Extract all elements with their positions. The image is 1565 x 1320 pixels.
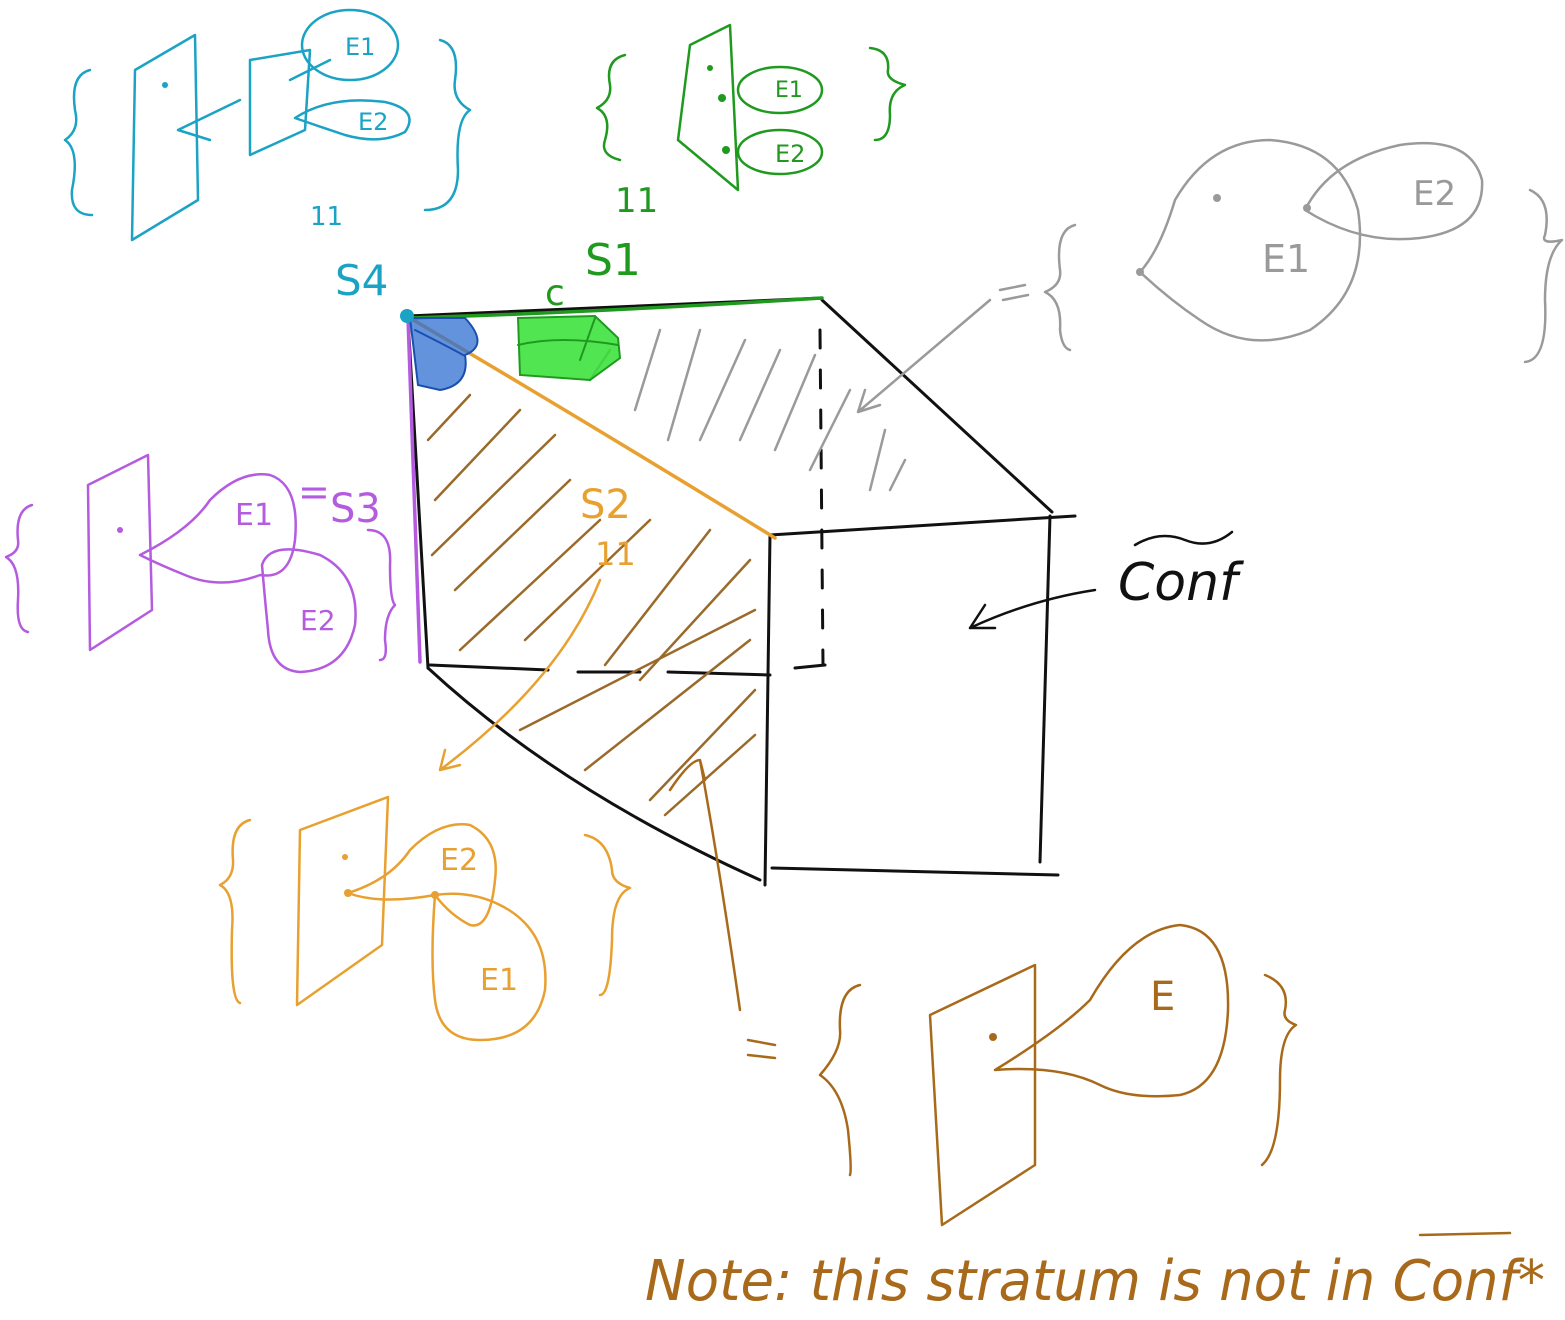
gray-point-1 <box>1213 194 1221 202</box>
note-conf-overline <box>1418 1231 1512 1237</box>
s1-point-e2 <box>722 146 730 154</box>
s2-point-3 <box>431 891 439 899</box>
s4-plane-2 <box>248 48 312 157</box>
s4-configuration-set <box>63 8 472 242</box>
conf-tilde <box>1133 530 1234 547</box>
label-s1-parallel: 11 <box>615 181 658 221</box>
gray-label-e2: E2 <box>1413 174 1456 214</box>
s2-label-e2: E2 <box>440 843 478 878</box>
label-conf: Conf <box>1118 553 1244 613</box>
stratum-configuration-set <box>668 758 1298 1227</box>
s2-label-e1: E1 <box>480 963 518 998</box>
cube-front-left-edge <box>763 533 772 887</box>
s2-right-brace <box>583 833 632 997</box>
gray-configuration-set <box>856 138 1564 414</box>
conf-arrow <box>968 588 1097 630</box>
cube-front-top-edge <box>768 514 1077 537</box>
corner-point-s4 <box>400 309 414 323</box>
s1-configuration-set <box>595 23 907 192</box>
label-s1: S1 <box>585 235 641 286</box>
s2-left-brace <box>218 818 252 1005</box>
s1-label-e2: E2 <box>775 140 805 168</box>
gray-label-e1: E1 <box>1262 237 1310 281</box>
gray-bubble-e2 <box>1303 141 1484 241</box>
cube-bottom-back-edge <box>428 663 827 677</box>
s4-left-brace <box>63 68 94 217</box>
gray-point-2 <box>1303 204 1311 212</box>
s2-configuration-set <box>218 578 632 1042</box>
s3-right-brace <box>366 528 397 662</box>
label-s2: S2 <box>580 482 631 528</box>
stratum-point <box>989 1033 997 1041</box>
s2-arrow <box>438 578 602 772</box>
label-s2-parallel: 11 <box>595 535 636 573</box>
label-c: c <box>545 273 565 314</box>
s3-bubble-e1 <box>138 473 297 584</box>
s4-bubble-e1 <box>300 8 400 82</box>
stratum-bubble-e <box>993 923 1230 1098</box>
corner-neighborhood <box>408 317 479 392</box>
s3-bubble-e2 <box>260 548 357 674</box>
gray-equals <box>998 283 1030 302</box>
s4-arrow <box>176 98 242 142</box>
s3-label-e1: E1 <box>235 498 273 533</box>
cube-top-right-edge <box>820 298 1054 514</box>
s4-bubble-e2 <box>293 99 411 141</box>
left-face-hatching <box>426 393 757 817</box>
label-s4: S4 <box>335 256 388 305</box>
stratum-right-brace <box>1260 973 1298 1167</box>
stratum-equals <box>746 1038 777 1060</box>
s1-right-brace <box>868 46 907 142</box>
s3-edge <box>406 316 422 664</box>
gray-bubble-e1 <box>1138 138 1362 342</box>
s1-label-e1: E1 <box>775 78 803 103</box>
s3-label-e2: E2 <box>300 604 336 637</box>
s3-label-s3: S3 <box>330 486 381 532</box>
s1-edge <box>408 296 824 320</box>
s4-point <box>162 82 168 88</box>
s4-right-brace <box>423 38 472 212</box>
s4-plane-1 <box>130 33 200 242</box>
s1-point <box>707 65 713 71</box>
s1-bubble-e2 <box>736 128 824 176</box>
s2-point-1 <box>342 854 348 860</box>
stratum-label-e: E <box>1150 974 1175 1020</box>
gray-left-brace <box>1043 223 1077 352</box>
conf-label-group: Conf <box>968 530 1244 630</box>
gray-arrow <box>856 298 992 414</box>
s3-point <box>117 527 123 533</box>
stratum-left-brace <box>818 983 862 1177</box>
gray-right-brace <box>1523 188 1564 364</box>
stratum-plane <box>928 963 1037 1227</box>
s3-plane <box>86 453 154 652</box>
s1-plane <box>676 23 740 192</box>
s3-label-equals: = <box>298 470 330 514</box>
s3-configuration-set <box>4 453 397 674</box>
s1-point-e1 <box>718 94 726 102</box>
s4-label-e1: E1 <box>345 33 375 61</box>
s3-left-brace <box>4 503 34 634</box>
gray-point-3 <box>1136 268 1144 276</box>
s2-plane <box>295 795 390 1007</box>
stratum-arrow <box>668 758 742 1012</box>
region-c <box>516 314 622 382</box>
s1-bubble-e1 <box>736 65 824 115</box>
s4-label-e2: E2 <box>358 108 388 136</box>
stratum-note: Note: this stratum is not in Conf* <box>645 1249 1545 1314</box>
s2-point-2 <box>344 889 352 897</box>
s1-left-brace <box>595 53 627 162</box>
cube-bottom-slant-edge <box>426 666 762 882</box>
cube-hidden-back-edge <box>818 328 825 667</box>
cube-front-right-edge <box>1038 514 1052 864</box>
cube-front-bottom-edge <box>770 866 1060 877</box>
s2-bubble-e1 <box>431 892 547 1042</box>
cube <box>406 296 1077 887</box>
label-s4-parallel: 11 <box>310 202 343 232</box>
